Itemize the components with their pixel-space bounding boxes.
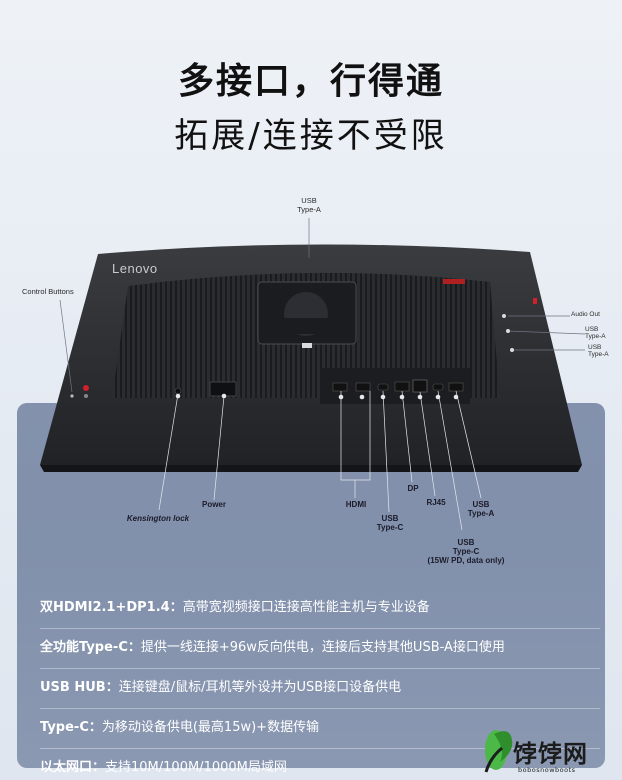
feature-item: USB HUB：连接键盘/鼠标/耳机等外设并为USB接口设备供电 — [40, 678, 600, 709]
feature-item: Type-C：为移动设备供电(最高15w)+数据传输 — [40, 718, 600, 749]
label-kensington: Kensington lock — [126, 514, 190, 523]
feature-item: 全功能Type-C：提供一线连接+96w反向供电，连接后支持其他USB-A接口使… — [40, 638, 600, 669]
power-port — [209, 381, 237, 397]
monitor-brand: Lenovo — [112, 261, 158, 276]
watermark-name: 饽饽网 — [513, 740, 588, 768]
headline-line2: 拓展/连接不受限 — [174, 116, 448, 156]
watermark-logo-icon — [484, 730, 513, 773]
monitor-back-illustration: Lenovo — [40, 218, 586, 531]
headline-line1: 多接口，行得通 — [177, 61, 444, 102]
label-power: Power — [201, 500, 226, 509]
label-dp: DP — [407, 484, 419, 493]
thinkvision-badge — [443, 279, 465, 284]
control-button-red — [83, 385, 89, 391]
feature-item: 双HDMI2.1+DP1.4：高带宽视频接口连接高性能主机与专业设备 — [40, 598, 600, 629]
watermark-url: bobosnowboots — [518, 766, 576, 774]
label-control-buttons: Control Buttons — [22, 287, 74, 296]
feature-list: 双HDMI2.1+DP1.4：高带宽视频接口连接高性能主机与专业设备 全功能Ty… — [40, 598, 600, 780]
feature-item: 以太网口：支持10M/100M/1000M局域网 — [40, 760, 287, 775]
label-rj45: RJ45 — [426, 498, 446, 507]
label-hdmi: HDMI — [345, 500, 367, 509]
label-audio-out: Audio Out — [571, 311, 600, 318]
